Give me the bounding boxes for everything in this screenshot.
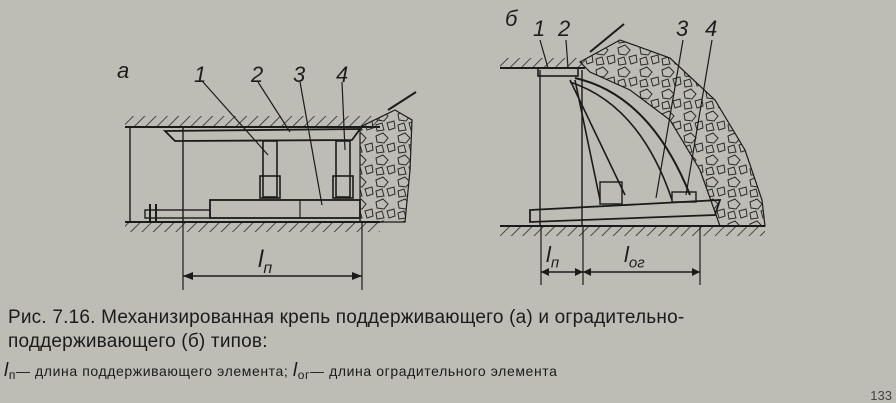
leg-a1 bbox=[262, 140, 278, 198]
legend-2-symbol: l bbox=[292, 360, 298, 381]
shield-b bbox=[574, 77, 691, 196]
panel-a-number-3: 3 bbox=[293, 62, 306, 87]
panel-b bbox=[500, 23, 766, 285]
base-a bbox=[209, 199, 361, 219]
floor-b bbox=[500, 226, 765, 236]
base-b bbox=[529, 199, 722, 223]
legend-2-text: — длина оградительного элемента bbox=[310, 363, 558, 379]
panel-a-number-4: 4 bbox=[336, 62, 349, 87]
caption-legend: lп— длина поддерживающего элемента; lог—… bbox=[4, 360, 558, 382]
caption-line-1: Рис. 7.16. Механизированная крепь поддер… bbox=[8, 307, 685, 328]
caved-rock-b bbox=[579, 39, 766, 227]
panel-a-number-1: 1 bbox=[194, 62, 207, 87]
panel-b-letter: б bbox=[505, 6, 518, 31]
panel-b-number-1: 1 bbox=[533, 16, 546, 41]
panel-a bbox=[125, 81, 417, 290]
legend-1-symbol: l bbox=[4, 360, 9, 381]
panel-b-number-2: 2 bbox=[558, 16, 571, 41]
panel-b-number-4: 4 bbox=[705, 16, 718, 41]
roof-b bbox=[500, 58, 585, 68]
legend-2-sub: ог bbox=[297, 368, 310, 382]
roof-a bbox=[125, 116, 380, 127]
rock-face-a bbox=[359, 109, 413, 223]
panel-a-letter: а bbox=[117, 58, 130, 83]
legend-1-text: — длина поддерживающего элемента; bbox=[15, 363, 289, 379]
panel-b-number-3: 3 bbox=[676, 16, 689, 41]
cap-b bbox=[537, 67, 579, 77]
page-number: 133 bbox=[870, 388, 892, 403]
floor-a bbox=[125, 222, 380, 232]
caption-line-2: поддерживающего (б) типов: bbox=[8, 331, 268, 352]
panel-b-dimension-2-label: lог bbox=[624, 242, 645, 272]
legend-1-sub: п bbox=[8, 368, 16, 382]
panel-a-number-2: 2 bbox=[251, 62, 264, 87]
panel-b-dimension-1-label: lп bbox=[546, 242, 560, 272]
leg-a2 bbox=[335, 140, 351, 198]
panel-a-dimension-label: lп bbox=[258, 246, 273, 277]
canopy-a bbox=[162, 128, 362, 142]
